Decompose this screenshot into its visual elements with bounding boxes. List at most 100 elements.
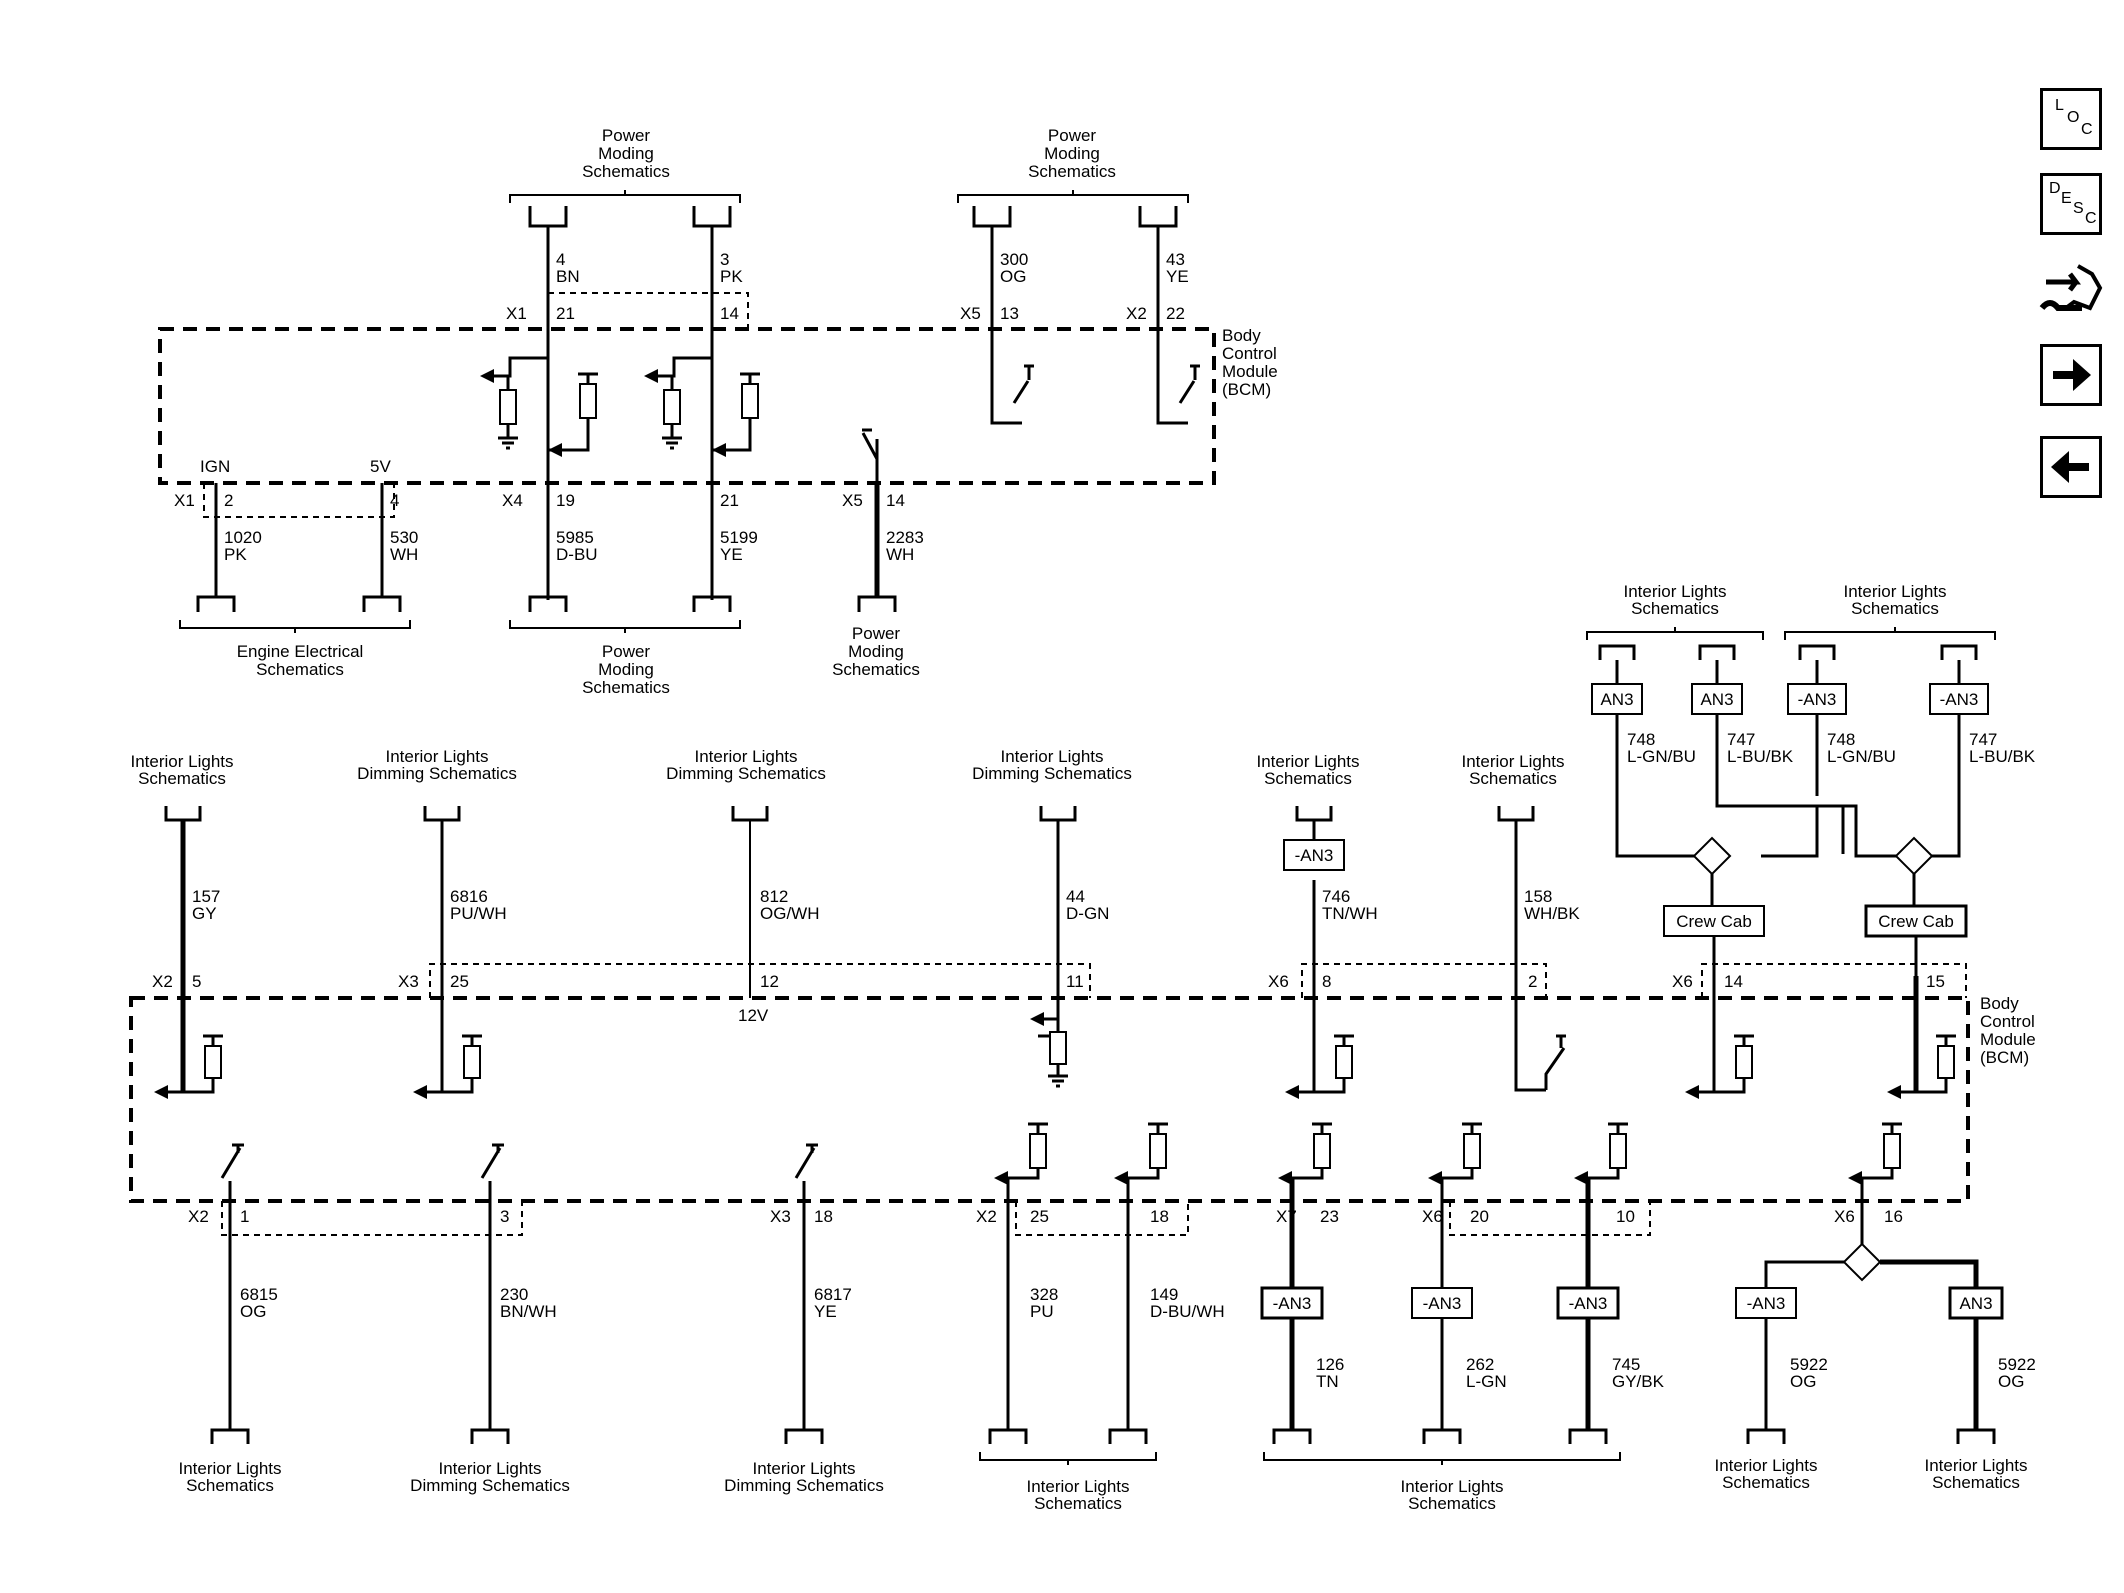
svg-text:TN/WH: TN/WH [1322, 904, 1378, 923]
svg-text:3: 3 [720, 250, 729, 269]
brace [979, 1452, 1157, 1465]
brace [509, 620, 741, 633]
description-button[interactable]: D E S C [2040, 173, 2102, 235]
engine-electrical-label: Engine Electrical Schematics [237, 642, 364, 679]
svg-text:Power: Power [852, 624, 901, 643]
svg-text:OG: OG [1790, 1372, 1816, 1391]
svg-text:D-BU/WH: D-BU/WH [1150, 1302, 1225, 1321]
svg-text:20: 20 [1470, 1207, 1489, 1226]
svg-text:Moding: Moding [598, 144, 654, 163]
svg-text:16: 16 [1884, 1207, 1903, 1226]
svg-text:TN: TN [1316, 1372, 1339, 1391]
svg-text:X1: X1 [174, 491, 195, 510]
svg-text:-AN3: -AN3 [1295, 846, 1334, 865]
desc-letter-d: D [2049, 180, 2061, 197]
right-upper-circuits: 748 L-GN/BU 747 L-BU/BK 748 L-GN/BU 747 … [1627, 730, 2036, 766]
svg-text:Control: Control [1980, 1012, 2035, 1031]
svg-text:X1: X1 [506, 304, 527, 323]
5v-label: 5V [370, 457, 391, 476]
svg-text:12: 12 [760, 972, 779, 991]
svg-text:5922: 5922 [1790, 1355, 1828, 1374]
svg-text:D-GN: D-GN [1066, 904, 1109, 923]
svg-text:1020: 1020 [224, 528, 262, 547]
svg-text:X5: X5 [960, 304, 981, 323]
svg-text:-AN3: -AN3 [1798, 690, 1837, 709]
brace [1263, 1452, 1621, 1465]
svg-text:Schematics: Schematics [1408, 1494, 1496, 1513]
svg-text:D-BU: D-BU [556, 545, 598, 564]
svg-text:126: 126 [1316, 1355, 1344, 1374]
svg-text:3: 3 [500, 1207, 509, 1226]
right-upper-an3-tags: AN3 AN3 -AN3 -AN3 [1591, 683, 1989, 715]
svg-text:5922: 5922 [1998, 1355, 2036, 1374]
svg-text:Interior Lights: Interior Lights [1624, 582, 1727, 601]
svg-text:Interior Lights: Interior Lights [179, 1459, 282, 1478]
svg-text:OG: OG [1998, 1372, 2024, 1391]
svg-text:158: 158 [1524, 887, 1552, 906]
svg-text:44: 44 [1066, 887, 1085, 906]
svg-text:14: 14 [886, 491, 905, 510]
bottom-dotted [221, 1201, 1651, 1236]
next-page-arrow-icon [2053, 359, 2091, 391]
svg-text:530: 530 [390, 528, 418, 547]
next-page-button[interactable] [2040, 344, 2102, 406]
svg-text:Interior Lights: Interior Lights [1462, 752, 1565, 771]
loc-letter-o: O [2067, 109, 2080, 126]
svg-text:745: 745 [1612, 1355, 1640, 1374]
svg-text:-AN3: -AN3 [1569, 1294, 1608, 1313]
svg-text:Dimming Schematics: Dimming Schematics [972, 764, 1132, 783]
svg-text:21: 21 [720, 491, 739, 510]
top-wires [214, 236, 1188, 600]
svg-text:Power: Power [1048, 126, 1097, 145]
svg-text:GY: GY [192, 904, 217, 923]
svg-text:2283: 2283 [886, 528, 924, 547]
bottom-labels: Interior Lights Schematics Interior Ligh… [179, 1456, 2028, 1513]
svg-text:812: 812 [760, 887, 788, 906]
svg-text:18: 18 [814, 1207, 833, 1226]
svg-text:18: 18 [1150, 1207, 1169, 1226]
svg-text:Interior Lights: Interior Lights [131, 752, 234, 771]
svg-text:23: 23 [1320, 1207, 1339, 1226]
svg-text:2: 2 [224, 491, 233, 510]
svg-text:X5: X5 [842, 491, 863, 510]
svg-text:2: 2 [1528, 972, 1537, 991]
svg-text:BN: BN [556, 267, 580, 286]
svg-text:Interior Lights: Interior Lights [1027, 1477, 1130, 1496]
svg-text:Interior Lights: Interior Lights [1925, 1456, 2028, 1475]
svg-text:L-GN/BU: L-GN/BU [1627, 747, 1696, 766]
svg-text:Interior Lights: Interior Lights [1257, 752, 1360, 771]
12v-label: 12V [738, 1006, 769, 1025]
svg-text:WH: WH [390, 545, 418, 564]
svg-text:X6: X6 [1268, 972, 1289, 991]
svg-text:22: 22 [1166, 304, 1185, 323]
svg-text:748: 748 [1627, 730, 1655, 749]
bcm-bottom-lower-internals [220, 1122, 1902, 1201]
loc-letter-l: L [2055, 97, 2064, 114]
svg-text:Dimming Schematics: Dimming Schematics [666, 764, 826, 783]
svg-text:Power: Power [602, 126, 651, 145]
svg-text:OG: OG [240, 1302, 266, 1321]
location-button[interactable]: L O C [2040, 88, 2102, 150]
previous-page-button[interactable] [2040, 436, 2102, 498]
svg-text:X2: X2 [152, 972, 173, 991]
svg-text:Interior Lights: Interior Lights [753, 1459, 856, 1478]
svg-text:Body: Body [1222, 326, 1261, 345]
brace [957, 190, 1189, 203]
svg-text:8: 8 [1322, 972, 1331, 991]
bcm-top-label: Body Control Module (BCM) [1222, 326, 1278, 399]
svg-text:Crew Cab: Crew Cab [1676, 912, 1752, 931]
bottom-wires [228, 1178, 1979, 1430]
svg-text:Interior Lights: Interior Lights [439, 1459, 542, 1478]
svg-text:Schematics: Schematics [1932, 1473, 2020, 1492]
bcm-top-outline [158, 327, 1216, 485]
desc-letter-e: E [2061, 190, 2072, 207]
connector-end-view-icon[interactable] [2038, 256, 2104, 326]
brace [179, 620, 411, 633]
svg-text:Schematics: Schematics [1264, 769, 1352, 788]
svg-text:Interior Lights: Interior Lights [1715, 1456, 1818, 1475]
svg-text:1: 1 [240, 1207, 249, 1226]
svg-text:Schematics: Schematics [582, 162, 670, 181]
svg-text:X2: X2 [1126, 304, 1147, 323]
svg-text:14: 14 [1724, 972, 1743, 991]
top-mid-wires [180, 820, 1919, 1092]
